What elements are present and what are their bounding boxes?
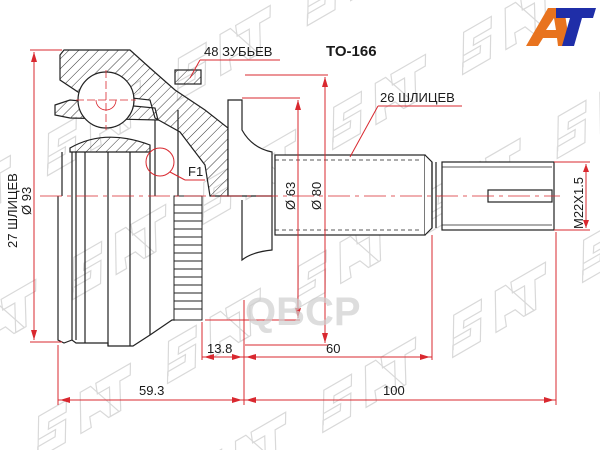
- label-detail-f1: F1: [188, 164, 204, 179]
- part-number: TO-166: [326, 43, 377, 60]
- at-logo: [526, 4, 596, 46]
- abs-ring: [173, 195, 203, 321]
- label-outer-teeth: 48 ЗУБЬЕВ: [204, 44, 273, 59]
- dim-abs-diameter: Ø 63: [283, 181, 298, 210]
- housing-section: [54, 49, 273, 197]
- housing-outline: [57, 110, 273, 347]
- dim-thread: M22X1.5: [571, 176, 586, 229]
- splined-shaft: [274, 154, 437, 236]
- logo-letter-t: [556, 8, 596, 46]
- detail-f1-circle: [145, 147, 175, 177]
- center-watermark: QBCP: [245, 290, 361, 334]
- splines-leader: [349, 105, 462, 158]
- label-inner-splines: 27 ШЛИЦЕВ: [5, 173, 20, 248]
- dim-flange-diameter: Ø 80: [309, 181, 324, 210]
- dimension-lines: [30, 49, 590, 405]
- dim-shaft-length: 60: [326, 341, 341, 356]
- dim-abs-offset: 13.8: [207, 341, 233, 356]
- ball-crosshair: [76, 70, 136, 130]
- label-outer-splines: 26 ШЛИЦЕВ: [380, 90, 455, 105]
- teeth-leader: [189, 59, 280, 79]
- dimension-arrows: [31, 52, 589, 403]
- detail-f1-leader: [169, 171, 186, 181]
- dim-housing-diameter: Ø 93: [19, 186, 34, 215]
- dim-total-length: 100: [383, 383, 405, 398]
- dim-housing-length: 59.3: [139, 383, 165, 398]
